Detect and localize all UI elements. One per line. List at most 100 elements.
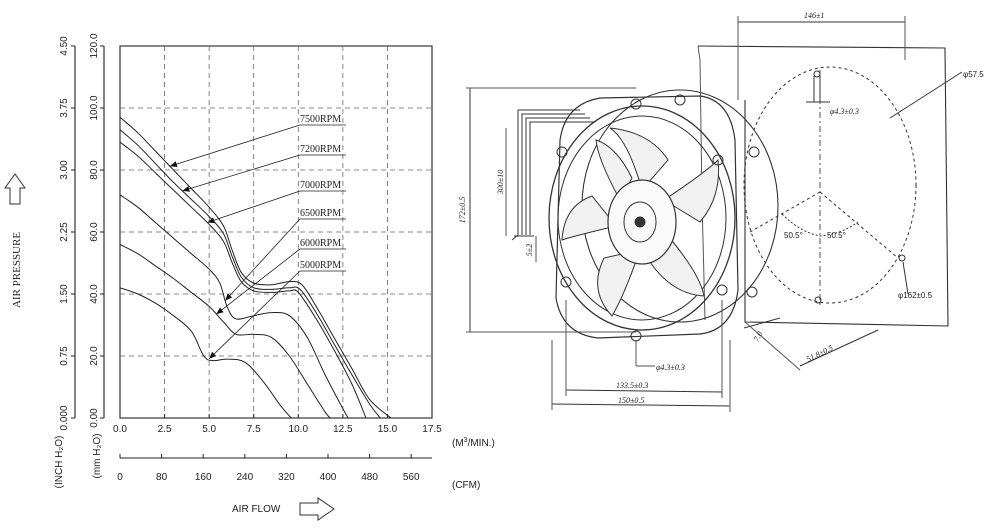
x-tick-label-m3: 5.0	[202, 424, 216, 435]
curve-label-leader	[224, 218, 301, 301]
x-tick-label-cfm: 560	[403, 472, 420, 483]
cfm-unit-label: (CFM)	[452, 480, 480, 491]
x-tick-label-cfm: 80	[156, 472, 168, 483]
chart-curves	[119, 116, 392, 419]
mount-hole-tl	[556, 146, 568, 158]
curve-7000RPM	[119, 141, 367, 419]
y-tick-label-mm: 40.0	[89, 284, 100, 304]
fan-blade-2	[663, 158, 720, 223]
dim-width-label: 146±1	[804, 11, 824, 20]
curve-label-arrowhead	[207, 217, 215, 224]
rear-circle-outline	[743, 66, 917, 304]
lead-wire-4	[529, 121, 595, 235]
dim-pitch-label: 133.5±0.3	[616, 381, 648, 390]
curve-label-6000RPM: 6000RPM	[300, 238, 341, 249]
performance-chart: 7500RPM 7200RPM 7000RPM 6500RPM 6000RPM 5000R…	[4, 33, 495, 521]
curve-label-5000RPM: 5000RPM	[300, 260, 341, 271]
mount-hole-right2	[746, 286, 758, 298]
x-tick-label-m3: 12.5	[333, 424, 353, 435]
y-tick-label-inch: 3.00	[59, 160, 70, 180]
x-tick-label-cfm: 320	[278, 472, 295, 483]
fan-hub-inner	[623, 201, 657, 243]
y-tick-label-inch: 4.50	[59, 36, 70, 56]
x-tick-label-m3: 7.5	[247, 424, 261, 435]
x-tick-label-m3: 0.0	[113, 424, 127, 435]
curve-6000RPM	[119, 243, 331, 419]
y-tick-label-inch: 2.25	[59, 222, 70, 242]
curve-label-leader	[182, 154, 301, 192]
x-tick-label-m3: 17.5	[422, 424, 442, 435]
dim-depth-label: 51.8±0.5	[805, 343, 834, 364]
y-tick-label-mm: 100.0	[89, 95, 100, 120]
curve-label-arrowhead	[169, 161, 178, 168]
dim-circle-label: φ162±0.5	[898, 291, 933, 300]
curve-label-arrowhead	[225, 293, 233, 301]
curve-label-7000RPM: 7000RPM	[300, 180, 341, 191]
y-tick-label-inch: 0.75	[59, 346, 70, 366]
x-tick-label-cfm: 0	[117, 472, 123, 483]
m3-unit-label: (M3/MIN.)	[452, 437, 495, 449]
mount-hole-top	[630, 98, 642, 110]
fan-blade-4	[597, 249, 641, 317]
x-tick-label-cfm: 480	[361, 472, 378, 483]
x-axis-title: AIR FLOW	[232, 504, 281, 515]
curve-label-arrowhead	[182, 186, 190, 192]
x-tick-label-m3: 15.0	[378, 424, 398, 435]
curve-5000RPM	[119, 287, 292, 419]
mount-hole-right	[748, 146, 760, 158]
curve-7500RPM	[119, 116, 392, 419]
y-tick-label-mm: 60.0	[89, 222, 100, 242]
fan-hub-center	[634, 216, 646, 228]
curve-label-leader	[207, 190, 301, 223]
mm-unit-label: (mm H₂O)	[92, 434, 103, 479]
mount-hole-br	[716, 284, 728, 296]
dim-lead-label: 300±10	[496, 170, 505, 195]
curve-label-leader	[216, 248, 301, 315]
dim-hole-top-label: φ4.3±0.3	[830, 107, 859, 116]
angle-arc	[781, 213, 859, 237]
x-tick-label-cfm: 160	[195, 472, 212, 483]
y-tick-label-mm: 80.0	[89, 160, 100, 180]
curve-6500RPM	[119, 194, 349, 419]
lead-wire-2	[521, 113, 585, 235]
dim-body-line	[551, 403, 731, 407]
chart-curve-labels: 7500RPM 7200RPM 7000RPM 6500RPM 6000RPM 5000R…	[169, 114, 346, 360]
mounting-plate	[697, 45, 949, 327]
fan-blade-1	[609, 127, 669, 192]
curve-label-6500RPM: 6500RPM	[300, 208, 341, 219]
dim-diam-label: φ57.5	[963, 70, 984, 79]
dim-depth-ext	[744, 321, 801, 371]
angle-left-label: 50.5°	[784, 231, 803, 240]
curve-label-arrowhead	[216, 307, 224, 315]
y-tick-label-mm: 20.0	[89, 346, 100, 366]
fan-frame	[555, 95, 739, 339]
fan-blade-5	[561, 195, 617, 241]
drawing-labels: 146±1 φ57.5 φ4.3±0.3 50.5° 50.5° φ162±0.…	[458, 11, 984, 405]
plate-edge	[697, 45, 706, 321]
fan-inner-ring	[557, 115, 727, 321]
curve-label-7500RPM: 7500RPM	[300, 114, 341, 125]
mount-hole-tr	[712, 154, 724, 166]
air-flow-arrow-icon	[299, 497, 335, 521]
angle-ray-right	[819, 191, 899, 259]
y-tick-label-inch: 3.75	[59, 98, 70, 118]
y-axis-title: AIR PRESSURE	[11, 232, 23, 308]
y-tick-label-inch: 0.000	[59, 405, 70, 430]
curve-7200RPM	[119, 129, 381, 419]
dim-162-leader	[902, 261, 909, 295]
x-tick-label-m3: 2.5	[158, 424, 172, 435]
air-pressure-arrow-icon	[4, 173, 26, 205]
lead-wire-1	[511, 109, 580, 241]
fan-front-ring	[548, 105, 736, 331]
y-tick-label-mm: 120.0	[89, 33, 100, 58]
curve-label-7200RPM: 7200RPM	[300, 144, 341, 155]
curve-label-arrowhead	[209, 351, 217, 359]
y-tick-label-mm: 0.00	[89, 408, 100, 428]
x-tick-label-cfm: 400	[320, 472, 337, 483]
dim-circle-leader	[889, 71, 963, 119]
curve-label-leader	[208, 270, 301, 360]
mount-hole-tr2	[674, 94, 686, 106]
chart-y-ticks: 120.04.50100.03.7580.03.0060.02.2540.01.…	[59, 33, 104, 431]
